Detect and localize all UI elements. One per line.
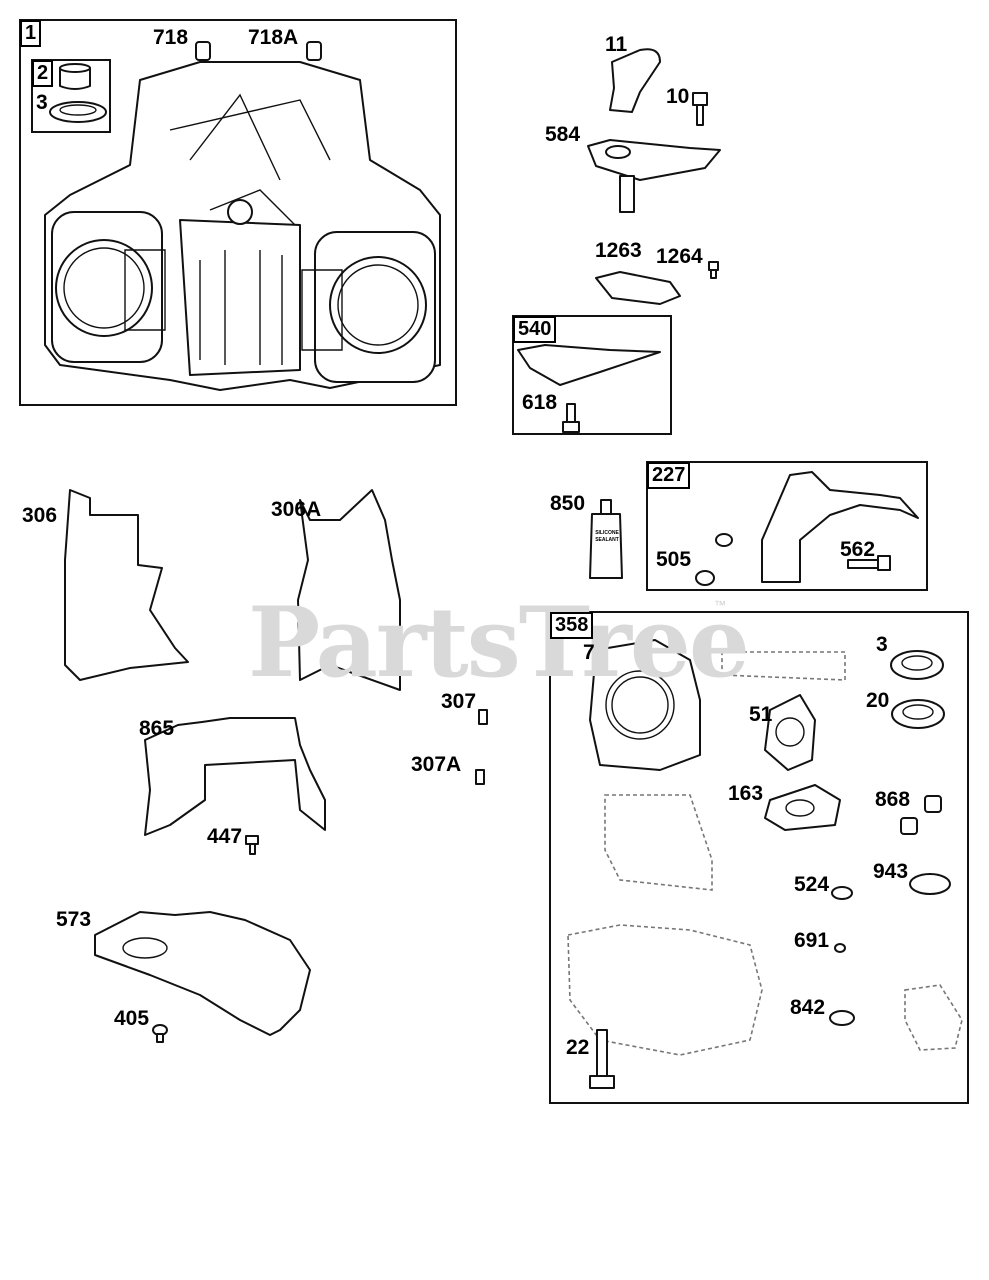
screw-part-1264[interactable] (708, 261, 719, 279)
callout-11[interactable]: 11 (605, 33, 628, 56)
frame-358 (549, 611, 969, 1104)
screw-part-405[interactable] (152, 1024, 168, 1043)
callout-307[interactable]: 307 (441, 690, 477, 713)
callout-20[interactable]: 20 (866, 689, 890, 712)
box-label-1: 1 (20, 20, 42, 47)
callout-505[interactable]: 505 (656, 548, 692, 571)
blower-housing-part-573[interactable] (94, 911, 311, 1036)
callout-22[interactable]: 22 (566, 1036, 590, 1059)
callout-718[interactable]: 718 (153, 26, 189, 49)
head-gasket-part-7[interactable] (589, 639, 701, 771)
sleeve-part-868[interactable] (900, 795, 942, 835)
gasket-part-51[interactable] (764, 694, 816, 771)
callout-163[interactable]: 163 (728, 782, 764, 805)
callout-306[interactable]: 306 (22, 504, 58, 527)
callout-618[interactable]: 618 (522, 391, 558, 414)
callout-447[interactable]: 447 (207, 825, 243, 848)
callout-691[interactable]: 691 (794, 929, 830, 952)
air-guide-part-306[interactable] (64, 489, 189, 681)
bushing-part-2[interactable] (59, 63, 91, 90)
callout-718a[interactable]: 718A (248, 26, 299, 49)
box-label-358: 358 (550, 612, 594, 639)
gasket-part-540[interactable] (517, 344, 661, 386)
screw-part-618[interactable] (562, 403, 580, 433)
dowel-part-718a[interactable] (306, 41, 322, 61)
seal-part-20[interactable] (891, 699, 945, 729)
frame-540 (512, 315, 672, 435)
tube-part-11[interactable] (609, 48, 661, 113)
frame-2 (31, 59, 111, 133)
callout-850[interactable]: 850 (550, 492, 586, 515)
callout-562[interactable]: 562 (840, 538, 876, 561)
callout-842[interactable]: 842 (790, 996, 826, 1019)
seal-part-3[interactable] (49, 101, 107, 123)
frame-1 (19, 19, 457, 406)
bracket-part-227[interactable] (761, 471, 919, 583)
callout-7[interactable]: 7 (583, 641, 595, 664)
callout-1263[interactable]: 1263 (595, 239, 642, 262)
dowel-part-718[interactable] (195, 41, 211, 61)
breather-plate-part-584[interactable] (587, 139, 721, 213)
gasket-outline-4 (904, 984, 963, 1051)
callout-51[interactable]: 51 (749, 703, 773, 726)
bolt-part-22[interactable] (589, 1029, 615, 1089)
callout-405[interactable]: 405 (114, 1007, 150, 1030)
callout-10[interactable]: 10 (666, 85, 690, 108)
gasket-part-163[interactable] (764, 784, 841, 831)
callout-1264[interactable]: 1264 (656, 245, 703, 268)
air-guide-part-306a[interactable] (297, 489, 401, 691)
frame-227 (646, 461, 928, 591)
callout-306a[interactable]: 306A (271, 498, 322, 521)
callout-943[interactable]: 943 (873, 860, 909, 883)
callout-584[interactable]: 584 (545, 123, 581, 146)
watermark-text: PartsTree (248, 586, 750, 699)
screw-part-10[interactable] (692, 92, 708, 126)
tube-print-line2: SEALANT (595, 537, 619, 543)
box-label-227: 227 (647, 462, 691, 489)
o-ring-part-842[interactable] (829, 1010, 855, 1026)
screw-part-562[interactable] (847, 555, 891, 571)
seal-part-3-kit[interactable] (890, 650, 944, 680)
box-label-2: 2 (32, 60, 54, 87)
o-ring-part-691[interactable] (834, 943, 846, 953)
plate-part-1263[interactable] (595, 271, 681, 305)
callout-573[interactable]: 573 (56, 908, 92, 931)
sealant-tube-part-850[interactable] (589, 499, 623, 579)
callout-3-kit[interactable]: 3 (876, 633, 888, 656)
gasket-outline-2 (604, 794, 713, 891)
engine-block-part-1[interactable] (44, 61, 441, 391)
callout-307a[interactable]: 307A (411, 753, 462, 776)
o-ring-part-524[interactable] (831, 886, 853, 900)
callout-524[interactable]: 524 (794, 873, 830, 896)
box-label-540: 540 (513, 316, 557, 343)
screw-part-307[interactable] (478, 709, 488, 725)
callout-868[interactable]: 868 (875, 788, 911, 811)
nut-part-505[interactable] (695, 570, 715, 586)
watermark-trademark: ™ (714, 598, 726, 612)
washer-part[interactable] (715, 533, 733, 547)
callout-3[interactable]: 3 (36, 91, 48, 114)
o-ring-part-943[interactable] (909, 873, 951, 895)
screw-part-307a[interactable] (475, 769, 485, 785)
baffle-part-865[interactable] (144, 717, 326, 836)
gasket-outline-1 (721, 651, 846, 681)
tube-print: SILICONE SEALANT (591, 530, 623, 544)
screw-part-447[interactable] (245, 835, 259, 855)
tube-print-line1: SILICONE (595, 530, 619, 536)
callout-865[interactable]: 865 (139, 717, 175, 740)
